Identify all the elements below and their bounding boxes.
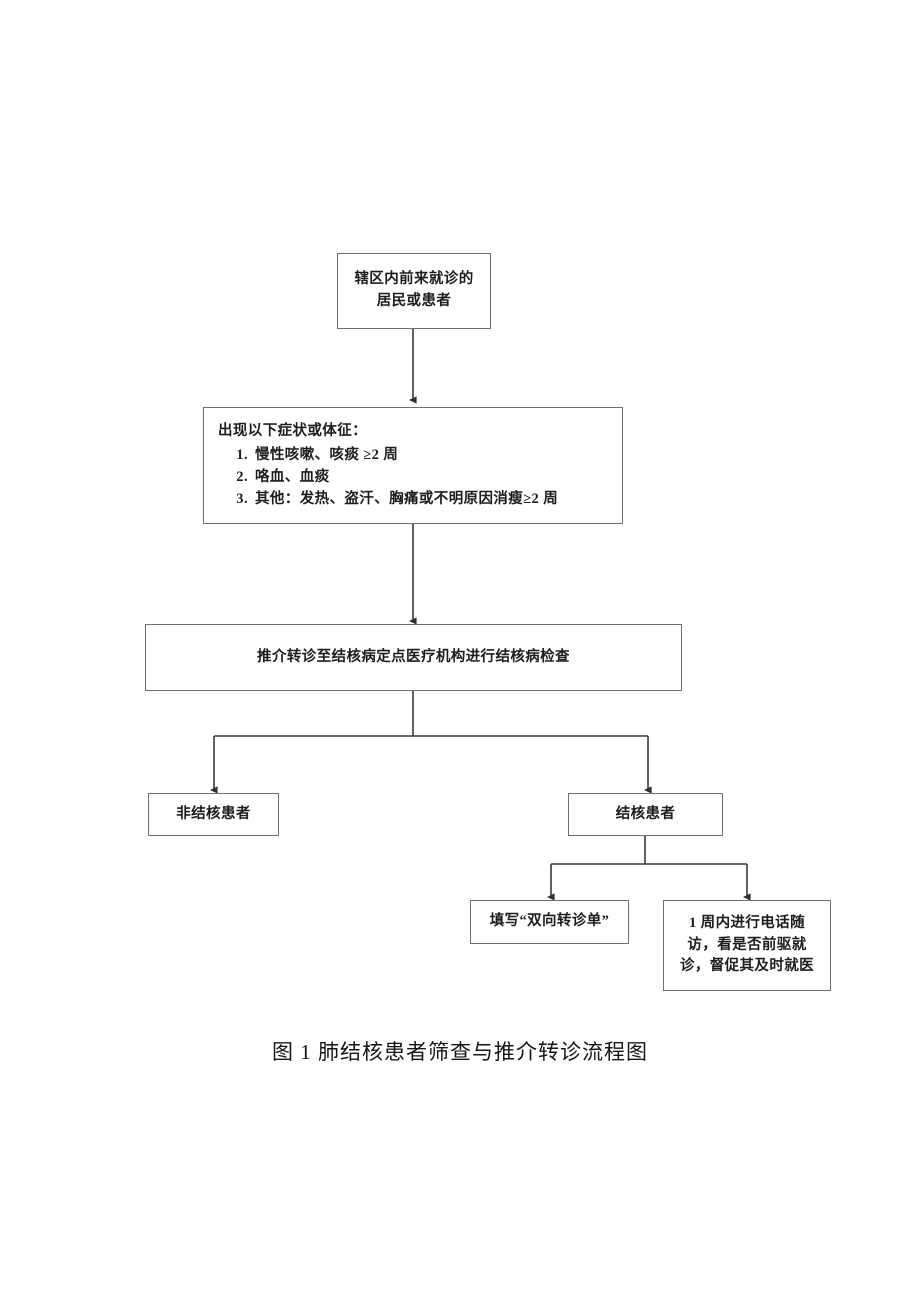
symptom-item: 慢性咳嗽、咳痰 ≥2 周 <box>252 444 558 466</box>
symptom-list-heading: 出现以下症状或体征： <box>218 422 367 439</box>
figure-caption: 图 1 肺结核患者筛查与推介转诊流程图 <box>272 1040 648 1064</box>
node-referral-label: 推介转诊至结核病定点医疗机构进行结核病检查 <box>257 648 570 665</box>
symptom-item: 咯血、血痰 <box>252 466 558 488</box>
node-followup-line-2: 访，看是否前驱就 <box>687 936 807 953</box>
node-non-tb-patient: 非结核患者 <box>148 793 279 836</box>
symptom-item: 其他：发热、盗汗、胸痛或不明原因消瘦≥2 周 <box>252 488 558 510</box>
node-fill-two-way-referral-form: 填写“双向转诊单” <box>470 900 629 944</box>
node-form-label: 填写“双向转诊单” <box>489 913 610 930</box>
node-entry-population: 辖区内前来就诊的 居民或患者 <box>337 253 491 329</box>
node-followup-line-3: 诊，督促其及时就医 <box>679 958 815 975</box>
node-phone-follow-up: 1 周内进行电话随 访，看是否前驱就 诊，督促其及时就医 <box>663 900 831 991</box>
node-referral-to-tb-facility: 推介转诊至结核病定点医疗机构进行结核病检查 <box>145 624 682 691</box>
node-symptom-criteria: 出现以下症状或体征： 慢性咳嗽、咳痰 ≥2 周 咯血、血痰 其他：发热、盗汗、胸… <box>203 407 623 524</box>
node-entry-line-1: 辖区内前来就诊的 <box>354 271 474 288</box>
node-followup-line-1: 1 周内进行电话随 <box>689 914 805 931</box>
node-non-tb-label: 非结核患者 <box>176 805 251 822</box>
node-entry-line-2: 居民或患者 <box>376 293 452 309</box>
connector-tb-bus <box>551 836 747 865</box>
node-tb-label: 结核患者 <box>615 805 676 822</box>
symptom-list: 慢性咳嗽、咳痰 ≥2 周 咯血、血痰 其他：发热、盗汗、胸痛或不明原因消瘦≥2 … <box>218 444 558 510</box>
connector-referral-bus <box>214 691 648 737</box>
node-tb-patient: 结核患者 <box>568 793 723 836</box>
